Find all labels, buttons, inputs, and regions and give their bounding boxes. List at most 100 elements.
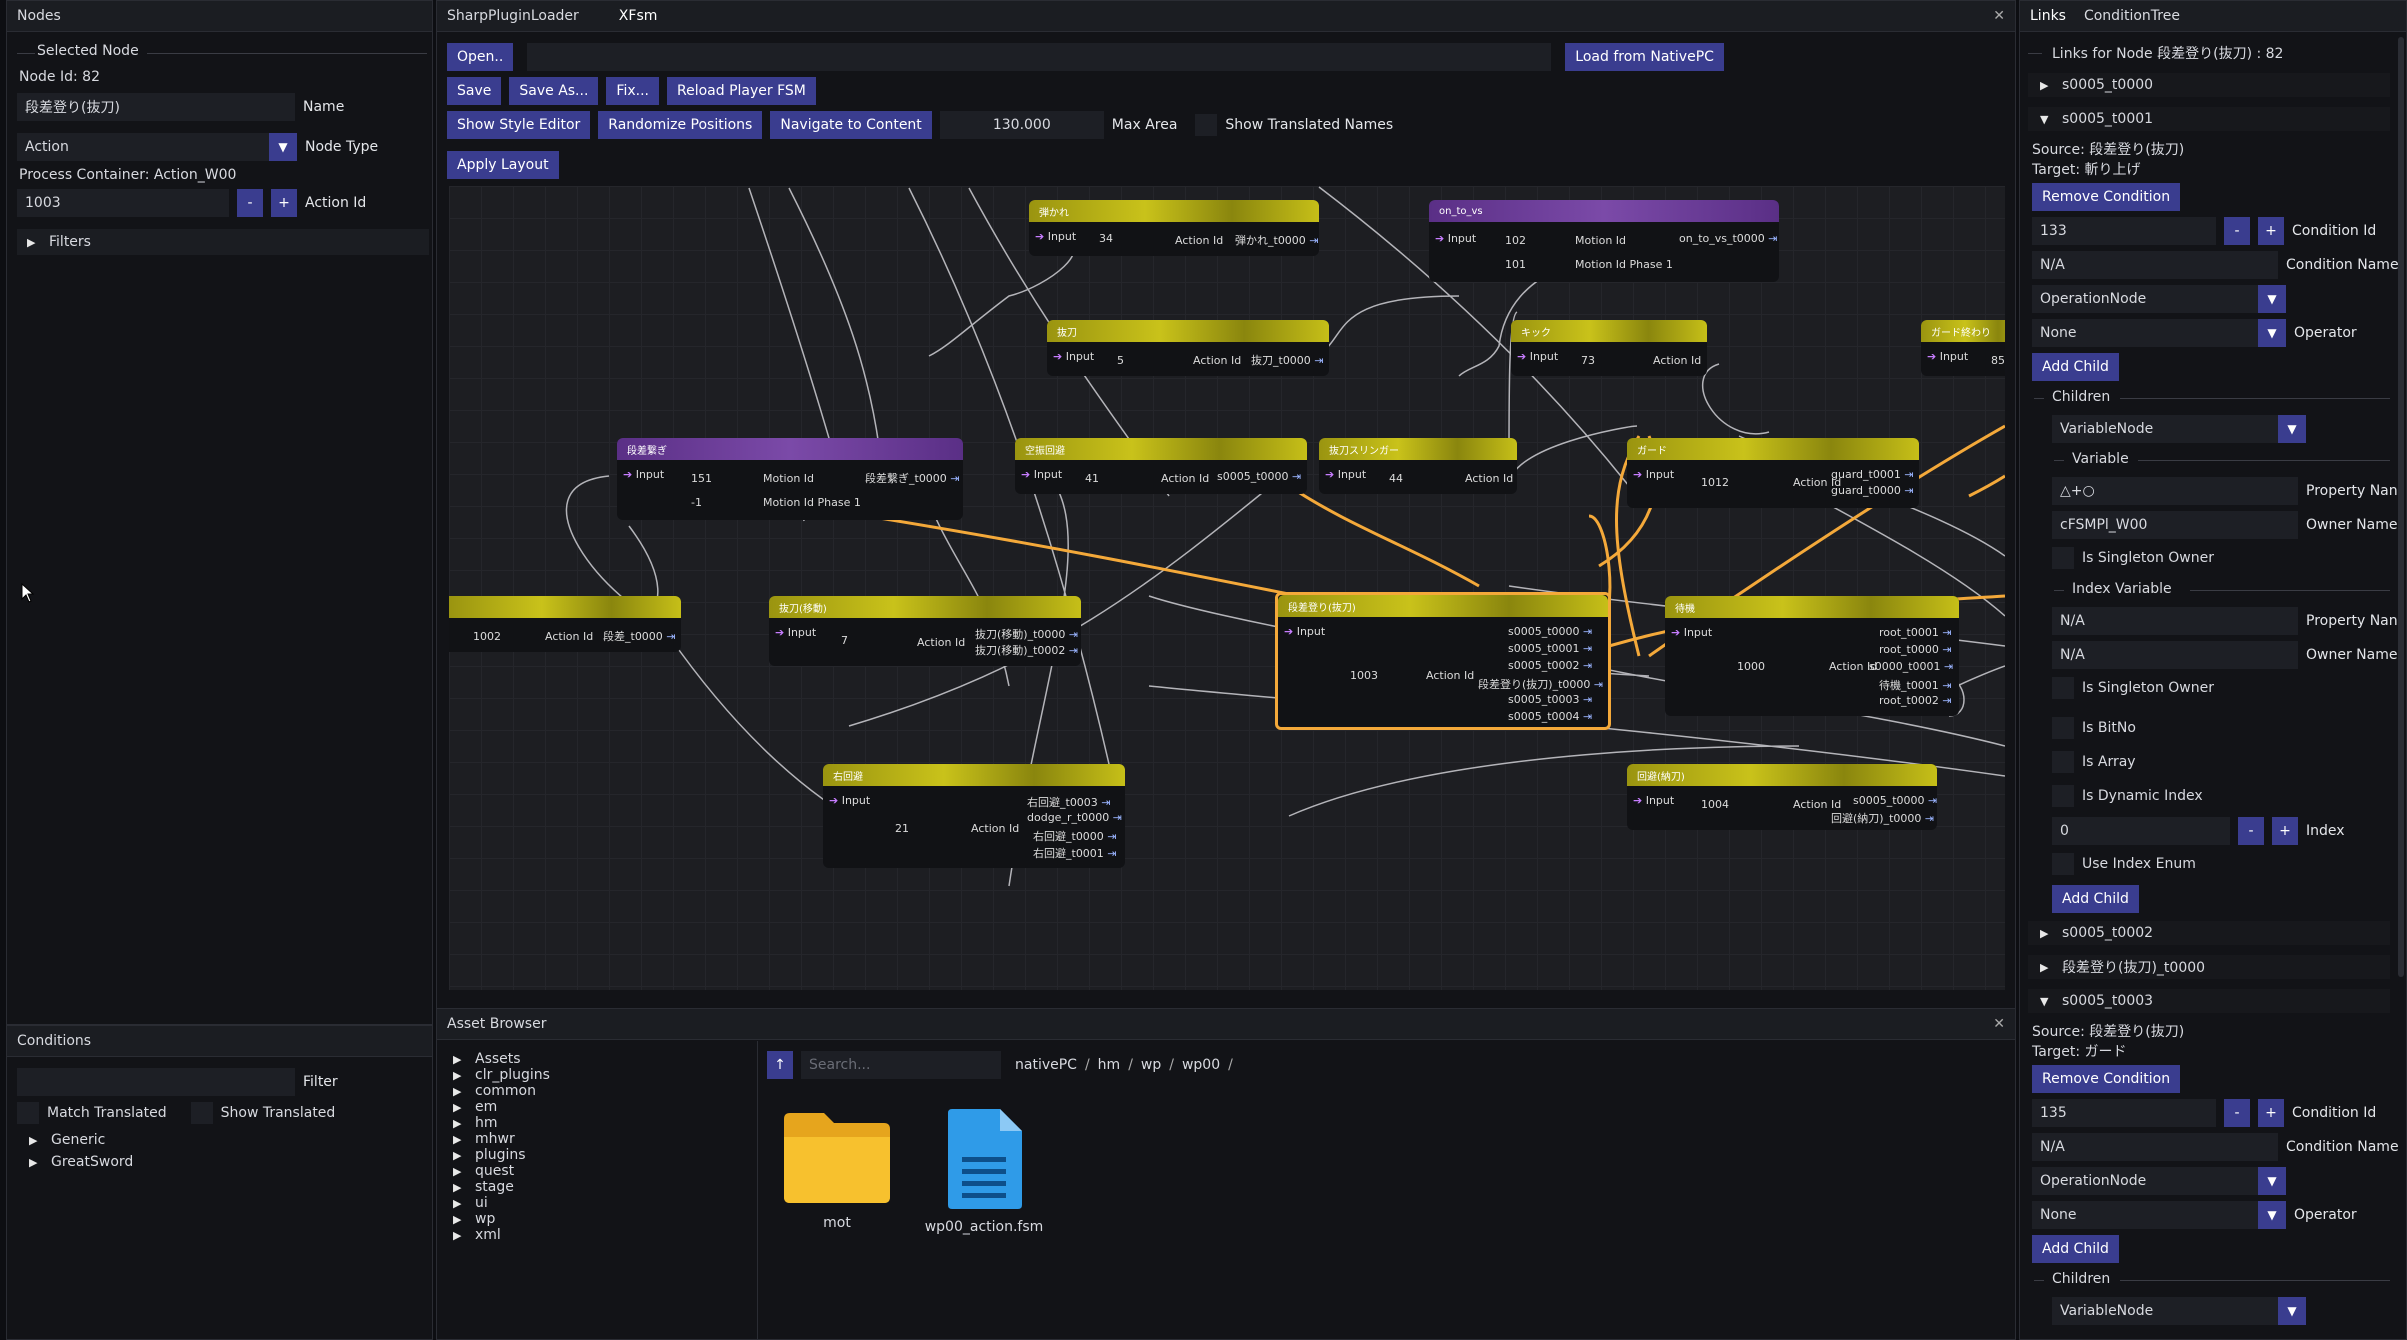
graph-node-on-to-vs[interactable]: on_to_vs ➔ Input 102 Motion Id 101 Motio… [1429, 200, 1779, 282]
load-from-nativepc-button[interactable]: Load from NativePC [1565, 43, 1724, 71]
navigate-to-content-button[interactable]: Navigate to Content [770, 111, 932, 139]
links-scrollbar[interactable] [2398, 37, 2404, 977]
graph-node-dansa-nobori-selected[interactable]: 段差登り(抜刀) ➔ Input 1003 Action Id s0005_t0… [1275, 592, 1611, 730]
show-translated-checkbox[interactable] [190, 1102, 213, 1124]
tree-item-em[interactable]: ▶em [453, 1099, 498, 1115]
condition-id-input[interactable]: 133 [2032, 217, 2216, 245]
chevron-down-icon[interactable]: ▼ [2258, 1201, 2286, 1229]
open-button[interactable]: Open.. [447, 43, 514, 71]
tab-links[interactable]: Links [2030, 8, 2066, 24]
tree-item-xml[interactable]: ▶xml [453, 1227, 501, 1243]
graph-node-guard-end[interactable]: ガード終わり ➔ Input 85 [1921, 320, 2005, 376]
path-segment-hm[interactable]: hm [1097, 1057, 1121, 1073]
is-dynamic-index-checkbox[interactable] [2052, 785, 2074, 807]
is-bitno-checkbox[interactable] [2052, 717, 2074, 739]
condition-node-type-select[interactable]: OperationNode [2032, 1167, 2258, 1195]
graph-node-hajikare[interactable]: 弾かれ ➔ Input 34 Action Id 弾かれ_t0000 ⇥ [1029, 200, 1319, 256]
tree-item-clr-plugins[interactable]: ▶clr_plugins [453, 1067, 550, 1083]
link-item-s0005-t0002[interactable]: ▶s0005_t0002 [2028, 921, 2390, 945]
path-segment-wp[interactable]: wp [1140, 1057, 1162, 1073]
node-type-select[interactable]: Action [17, 133, 269, 161]
action-id-input[interactable]: 1003 [17, 189, 229, 217]
tab-sharppluginloader[interactable]: SharpPluginLoader [447, 8, 579, 24]
name-input[interactable]: 段差登り(抜刀) [17, 93, 295, 121]
tree-item-greatsword[interactable]: ▶GreatSword [29, 1154, 134, 1170]
owner-name-input[interactable]: cFSMPl_W00 [2052, 511, 2298, 539]
save-as-button[interactable]: Save As... [509, 77, 599, 105]
close-icon[interactable]: ✕ [1993, 8, 2005, 24]
graph-node-taiki[interactable]: 待機 ➔ Input 1000 Action Id root_t0001 ⇥ r… [1665, 596, 1959, 716]
chevron-down-icon[interactable]: ▼ [2258, 319, 2286, 347]
link-item-s0005-t0001[interactable]: ▼s0005_t0001 [2028, 107, 2390, 131]
condition-name-input[interactable]: N/A [2032, 251, 2278, 279]
use-index-enum-checkbox[interactable] [2052, 853, 2074, 875]
tree-item-plugins[interactable]: ▶plugins [453, 1147, 526, 1163]
chevron-down-icon[interactable]: ▼ [2258, 285, 2286, 313]
graph-node-kick[interactable]: キック ➔ Input 73 Action Id [1511, 320, 1707, 376]
index-owner-name-input[interactable]: N/A [2052, 641, 2298, 669]
chevron-down-icon[interactable]: ▼ [269, 133, 297, 161]
randomize-positions-button[interactable]: Randomize Positions [598, 111, 763, 139]
condition-id-input[interactable]: 135 [2032, 1099, 2216, 1127]
tree-item-mhwr[interactable]: ▶mhwr [453, 1131, 515, 1147]
link-item-s0005-t0003[interactable]: ▼s0005_t0003 [2028, 989, 2390, 1013]
close-icon[interactable]: ✕ [1993, 1016, 2005, 1032]
tree-item-quest[interactable]: ▶quest [453, 1163, 515, 1179]
graph-node-batto[interactable]: 抜刀 ➔ Input 5 Action Id 抜刀_t0000 ⇥ [1047, 320, 1329, 376]
remove-condition-button[interactable]: Remove Condition [2032, 183, 2181, 211]
path-segment-nativepc[interactable]: nativePC [1015, 1057, 1077, 1073]
chevron-down-icon[interactable]: ▼ [2278, 415, 2306, 443]
conditions-filter-input[interactable] [17, 1068, 295, 1096]
max-area-input[interactable]: 130.000 [939, 111, 1104, 139]
action-id-increment-button[interactable]: + [271, 189, 297, 217]
tab-xfsm[interactable]: XFsm [618, 8, 658, 24]
child-node-type-select[interactable]: VariableNode [2052, 1297, 2278, 1325]
chevron-down-icon[interactable]: ▼ [2258, 1167, 2286, 1195]
condition-id-decrement-button[interactable]: - [2224, 1099, 2250, 1127]
condition-id-decrement-button[interactable]: - [2224, 217, 2250, 245]
tab-conditiontree[interactable]: ConditionTree [2083, 8, 2180, 24]
file-path-input[interactable] [527, 43, 1552, 71]
child-node-type-select[interactable]: VariableNode [2052, 415, 2278, 443]
tree-item-ui[interactable]: ▶ui [453, 1195, 488, 1211]
save-button[interactable]: Save [447, 77, 502, 105]
condition-name-input[interactable]: N/A [2032, 1133, 2278, 1161]
add-child-button[interactable]: Add Child [2032, 1235, 2119, 1263]
match-translated-checkbox[interactable] [17, 1102, 39, 1124]
add-child-button[interactable]: Add Child [2052, 885, 2139, 913]
index-decrement-button[interactable]: - [2238, 817, 2264, 845]
add-child-button[interactable]: Add Child [2032, 353, 2119, 381]
node-graph-canvas[interactable]: 弾かれ ➔ Input 34 Action Id 弾かれ_t0000 ⇥ on_… [449, 186, 2005, 990]
graph-node-karaburi-kaihi[interactable]: 空振回避 ➔ Input 41 Action Id s0005_t0000 ⇥ [1015, 438, 1307, 494]
tree-item-hm[interactable]: ▶hm [453, 1115, 498, 1131]
graph-node-migi-kaihi[interactable]: 右回避 ➔ Input 21 Action Id 右回避_t0003 ⇥ dod… [823, 764, 1125, 868]
graph-node-kaihi-noutou[interactable]: 回避(納刀) ➔ Input 1004 Action Id s0005_t000… [1627, 764, 1937, 830]
is-array-checkbox[interactable] [2052, 751, 2074, 773]
asset-item-mot[interactable]: mot [777, 1109, 897, 1231]
tree-item-common[interactable]: ▶common [453, 1083, 536, 1099]
filters-header[interactable]: ▶ Filters [17, 229, 429, 255]
condition-node-type-select[interactable]: OperationNode [2032, 285, 2258, 313]
index-increment-button[interactable]: + [2272, 817, 2298, 845]
graph-node-dansa-tsunagi[interactable]: 段差繋ぎ ➔ Input 151 Motion Id -1 Motion Id … [617, 438, 963, 520]
path-segment-wp00[interactable]: wp00 [1181, 1057, 1221, 1073]
operator-select[interactable]: None [2032, 1201, 2258, 1229]
graph-node-batto-slinger[interactable]: 抜刀スリンガー ➔ Input 44 Action Id [1319, 438, 1517, 494]
reload-fsm-button[interactable]: Reload Player FSM [666, 77, 816, 105]
chevron-down-icon[interactable]: ▼ [2278, 1297, 2306, 1325]
action-id-decrement-button[interactable]: - [237, 189, 263, 217]
tree-item-assets[interactable]: ▶Assets [453, 1051, 521, 1067]
tree-item-generic[interactable]: ▶Generic [29, 1132, 106, 1148]
graph-node-batto-move[interactable]: 抜刀(移動) ➔ Input 7 Action Id 抜刀(移動)_t0000 … [769, 596, 1081, 666]
arrow-up-icon[interactable]: ↑ [767, 1051, 793, 1079]
property-name-input[interactable]: △+○ [2052, 477, 2298, 505]
index-input[interactable]: 0 [2052, 817, 2230, 845]
apply-layout-button[interactable]: Apply Layout [447, 151, 559, 179]
asset-item-wp00-action-fsm[interactable]: wp00_action.fsm [909, 1107, 1059, 1235]
remove-condition-button[interactable]: Remove Condition [2032, 1065, 2181, 1093]
index-singleton-owner-checkbox[interactable] [2052, 677, 2074, 699]
link-item-dansa-nobori-t0000[interactable]: ▶段差登り(抜刀)_t0000 [2028, 955, 2390, 979]
condition-id-increment-button[interactable]: + [2258, 1099, 2284, 1127]
singleton-owner-checkbox[interactable] [2052, 547, 2074, 569]
condition-id-increment-button[interactable]: + [2258, 217, 2284, 245]
